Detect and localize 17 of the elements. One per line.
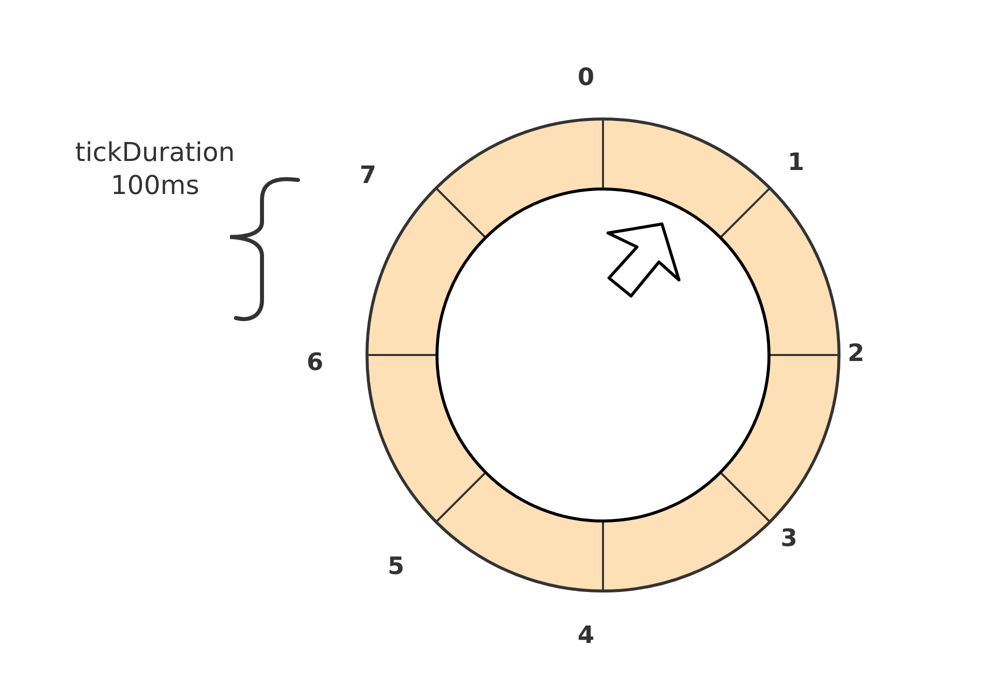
ring-segment <box>366 187 487 356</box>
ring-segment <box>602 118 771 239</box>
slot-number: 4 <box>578 621 594 649</box>
ring-segment <box>719 187 840 356</box>
slot-number: 0 <box>578 63 594 91</box>
slot-number: 5 <box>388 552 404 580</box>
slot-number: 7 <box>360 161 376 189</box>
tick-duration-note: tickDuration 100ms <box>74 137 236 203</box>
ring-segment <box>435 471 604 592</box>
ring-segment <box>435 118 604 239</box>
slot-number: 6 <box>306 348 324 376</box>
slot-number: 2 <box>848 339 864 367</box>
ring-segment <box>366 354 487 523</box>
ring-segment <box>602 471 771 592</box>
ring-segment <box>719 354 840 523</box>
slot-number: 3 <box>780 524 798 552</box>
slot-number: 1 <box>788 148 804 176</box>
